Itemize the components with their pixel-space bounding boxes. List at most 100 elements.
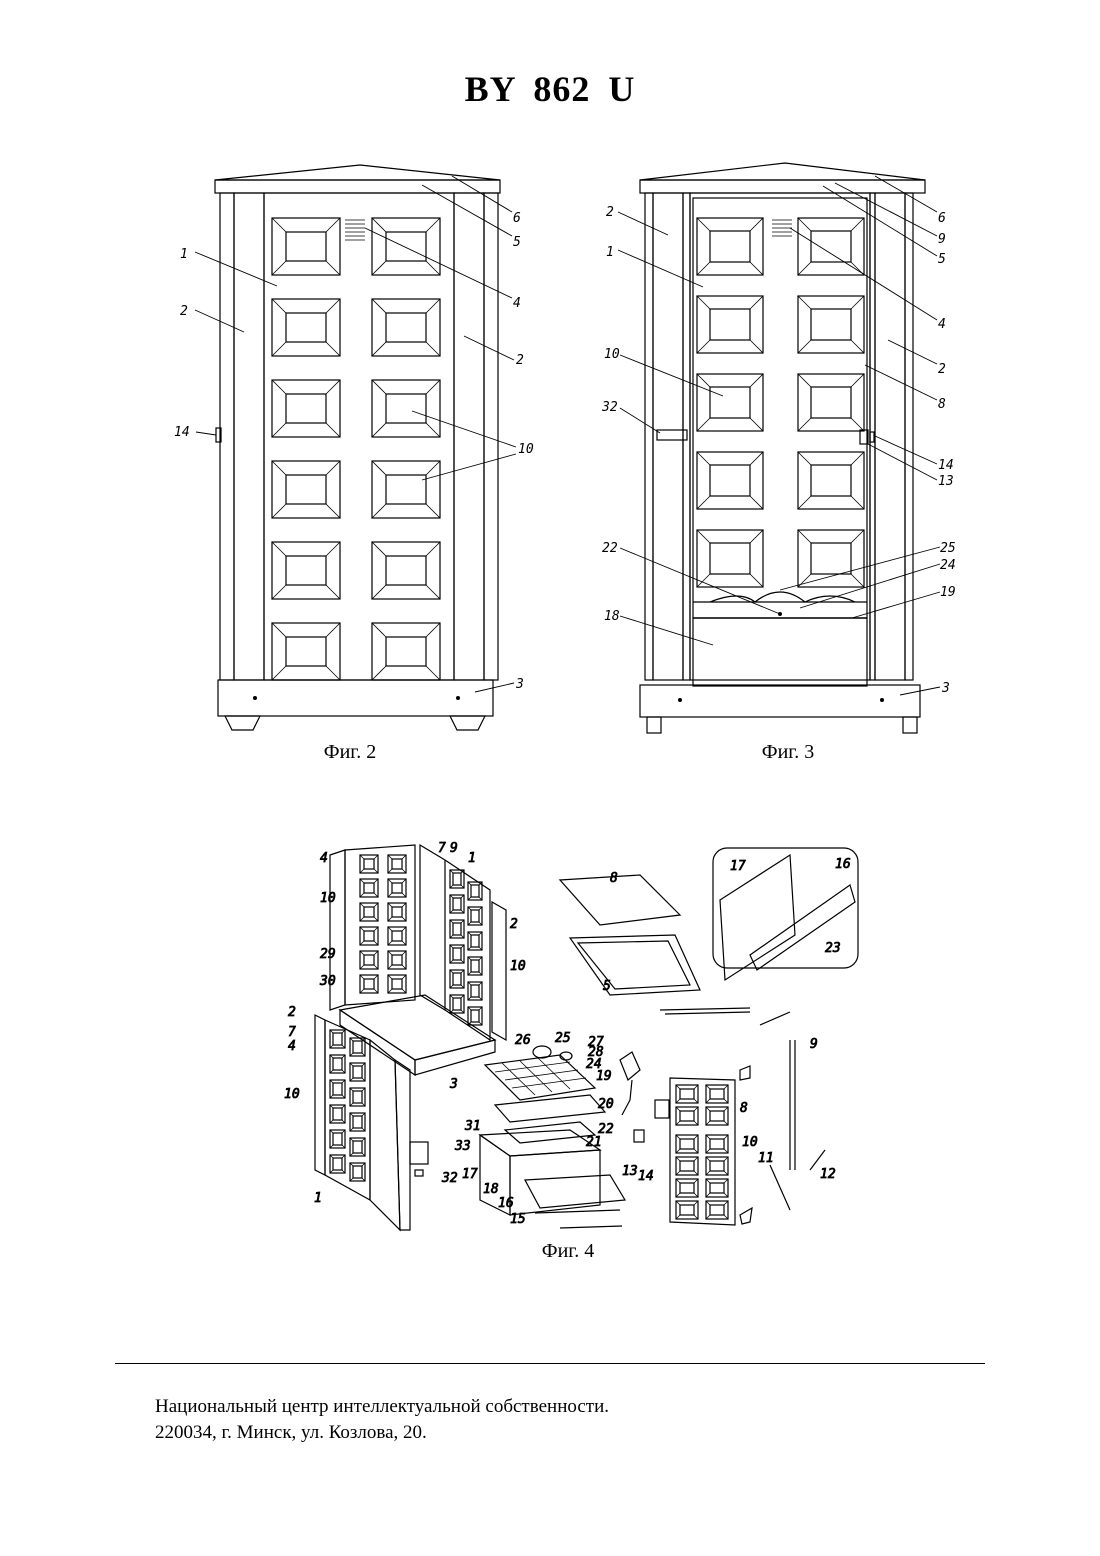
recessed-panel (798, 530, 811, 543)
recessed-panel (680, 1139, 694, 1149)
recessed-panel (392, 979, 402, 989)
recessed-panel (453, 998, 461, 1010)
recessed-panel (372, 299, 440, 356)
recessed-panel (326, 299, 340, 313)
recessed-panel (710, 1089, 724, 1099)
recessed-panel (272, 342, 286, 356)
figure-4-caption: Фиг. 4 (518, 1240, 618, 1263)
recessed-panel (272, 504, 286, 518)
recessed-panel (272, 585, 286, 599)
recessed-panel (386, 232, 426, 261)
fig2-label: 5 (513, 235, 521, 250)
recessed-panel (680, 1183, 694, 1193)
fig3-label: 8 (938, 397, 946, 412)
recessed-panel (811, 387, 851, 418)
recessed-panel (710, 1161, 724, 1171)
recessed-panel (710, 1111, 724, 1121)
fig4-label: 2 (288, 1005, 296, 1020)
fig4-label: 10 (742, 1135, 758, 1150)
fig3-label: 14 (938, 458, 954, 473)
fig3-label: 6 (938, 211, 946, 226)
fig2-label: 1 (180, 247, 188, 262)
recessed-panel (286, 475, 326, 504)
recessed-panel (272, 461, 340, 518)
recessed-panel (851, 496, 864, 509)
recessed-panel (372, 380, 386, 394)
recessed-panel (851, 452, 864, 465)
fig2-label: 2 (516, 353, 524, 368)
recessed-panel (272, 299, 340, 356)
recessed-panel (353, 1141, 362, 1153)
fig4-label: 8 (740, 1101, 748, 1116)
fig4-label: 10 (510, 959, 526, 974)
recessed-panel (750, 452, 763, 465)
recessed-panel (286, 394, 326, 423)
recessed-panel (471, 935, 479, 947)
recessed-panel (680, 1111, 694, 1121)
recessed-panel (851, 530, 864, 543)
footer-line-1: Национальный центр интеллектуальной собс… (155, 1394, 609, 1420)
recessed-panel (386, 394, 426, 423)
recessed-panel (710, 309, 750, 340)
recessed-panel (333, 1158, 342, 1170)
recessed-panel (798, 296, 811, 309)
recessed-panel (386, 556, 426, 585)
recessed-panel (372, 623, 440, 680)
recessed-panel (471, 885, 479, 897)
fig2-label: 3 (515, 677, 524, 692)
recessed-panel (372, 342, 386, 356)
fig4-label: 18 (483, 1182, 499, 1197)
recessed-panel (453, 948, 461, 960)
fig2-label: 4 (513, 296, 521, 311)
recessed-panel (676, 1157, 698, 1175)
fig4-label: 29 (320, 947, 336, 962)
recessed-panel (798, 452, 811, 465)
document-number: BY 862 U (0, 68, 1100, 110)
recessed-panel (333, 1083, 342, 1095)
recessed-panel (710, 387, 750, 418)
recessed-panel (710, 1139, 724, 1149)
recessed-panel (372, 666, 386, 680)
recessed-panel (372, 504, 386, 518)
recessed-panel (372, 542, 386, 556)
fig4-label: 5 (603, 979, 611, 994)
recessed-panel (364, 931, 374, 941)
recessed-panel (272, 380, 286, 394)
fig4-label: 32 (441, 1171, 458, 1186)
fig4-label: 9 (450, 841, 458, 856)
fig4-label: 21 (586, 1135, 602, 1150)
recessed-panel (811, 543, 851, 574)
recessed-panel (710, 231, 750, 262)
recessed-panel (798, 296, 864, 353)
recessed-panel (680, 1089, 694, 1099)
recessed-panel (364, 955, 374, 965)
recessed-panel (798, 418, 811, 431)
footer: Национальный центр интеллектуальной собс… (155, 1394, 609, 1446)
recessed-panel (364, 979, 374, 989)
recessed-panel (326, 261, 340, 275)
recessed-panel (851, 218, 864, 231)
figure-2-drawing: 6 5 4 1 2 2 10 14 3 (160, 150, 560, 750)
fig3-label: 1 (606, 245, 614, 260)
recessed-panel (811, 309, 851, 340)
recessed-panel (272, 542, 286, 556)
recessed-panel (697, 218, 710, 231)
recessed-panel (392, 907, 402, 917)
fig4-label: 1 (468, 851, 476, 866)
fig4-label: 17 (462, 1167, 478, 1182)
recessed-panel (798, 496, 811, 509)
recessed-panel (676, 1135, 698, 1153)
recessed-panel (326, 342, 340, 356)
recessed-panel (676, 1085, 698, 1103)
recessed-panel (272, 299, 286, 313)
recessed-panel (326, 623, 340, 637)
fig4-label: 10 (320, 891, 336, 906)
recessed-panel (710, 543, 750, 574)
fig4-label: 12 (820, 1167, 836, 1182)
fig4-label: 15 (510, 1212, 526, 1227)
fig3-label: 32 (601, 400, 618, 415)
recessed-panel (706, 1179, 728, 1197)
recessed-panel (798, 452, 864, 509)
recessed-panel (750, 218, 763, 231)
fig4-label: 20 (598, 1097, 614, 1112)
